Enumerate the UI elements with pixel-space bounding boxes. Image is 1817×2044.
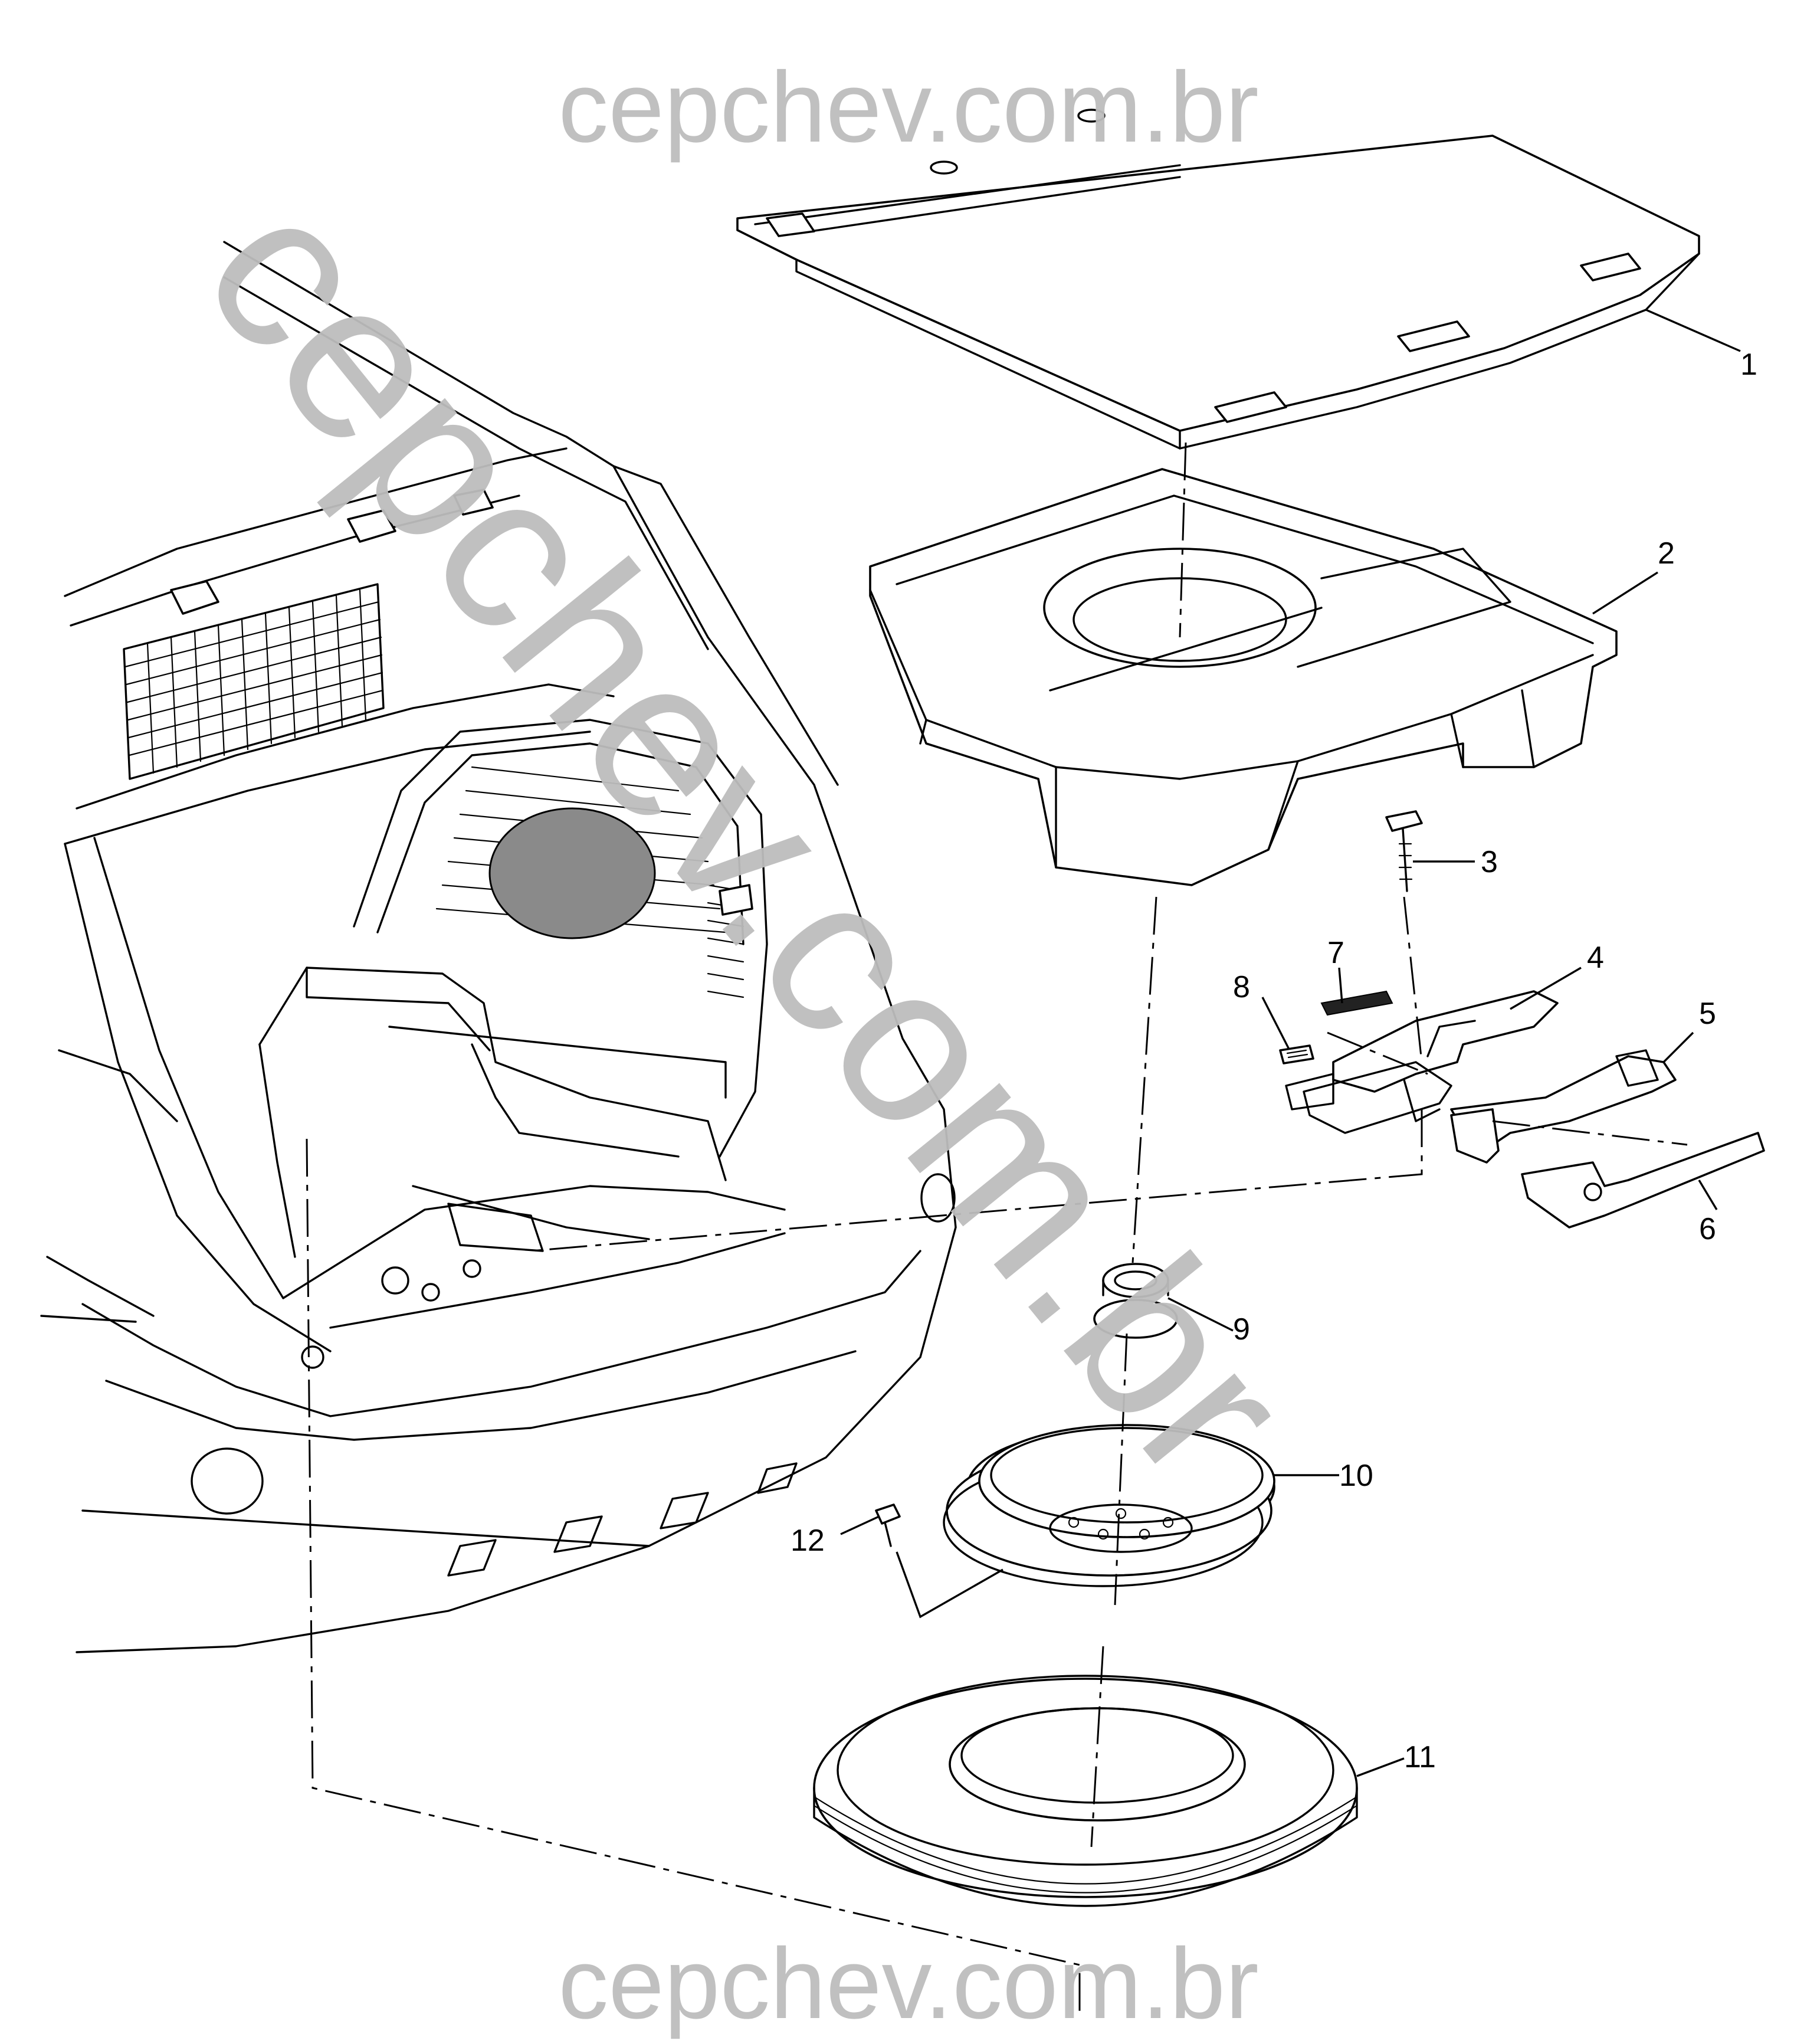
- callout-4: 4: [1587, 941, 1604, 975]
- vehicle-cargo-area: [40, 241, 957, 1653]
- hold-down-nut: [1093, 1263, 1178, 1339]
- jack-label: [1320, 990, 1393, 1016]
- retainer-bolt: [1385, 810, 1423, 892]
- callout-10: 10: [1339, 1459, 1373, 1493]
- callout-labels: 1 2 3 4 5 6 7 8 9 10 11 12: [791, 348, 1757, 1774]
- jack: [1285, 990, 1559, 1134]
- cargo-floor: [282, 1185, 786, 1329]
- cargo-floor-panel: [736, 109, 1700, 450]
- callout-9: 9: [1233, 1312, 1250, 1347]
- warning-label: [1279, 1044, 1314, 1064]
- wheel-bolt: [875, 1503, 901, 1547]
- callout-3: 3: [1481, 845, 1498, 879]
- callout-1: 1: [1740, 348, 1757, 382]
- callout-11: 11: [1404, 1740, 1436, 1774]
- callout-2: 2: [1658, 536, 1675, 571]
- callout-8: 8: [1233, 970, 1250, 1004]
- cargo-net: [123, 583, 385, 780]
- watermark-bottom: cepchev.com.br: [558, 1928, 1258, 2040]
- assembly-centerlines: [306, 442, 1688, 2018]
- callout-6: 6: [1699, 1212, 1716, 1246]
- callout-leaders: [840, 309, 1741, 1777]
- wheel-wrench: [1521, 1132, 1765, 1229]
- callout-12: 12: [791, 1524, 825, 1558]
- jack-handle: [1450, 1049, 1677, 1164]
- spare-tire: [813, 1675, 1358, 1907]
- spare-tire-storage-tray: [869, 468, 1618, 886]
- side-trim-panel: [353, 719, 768, 1158]
- callout-5: 5: [1699, 997, 1716, 1031]
- cargo-storage-bin: [258, 967, 727, 1258]
- rear-bumper: [81, 1173, 956, 1577]
- watermark-top: cepchev.com.br: [558, 51, 1258, 163]
- callout-7: 7: [1327, 936, 1344, 970]
